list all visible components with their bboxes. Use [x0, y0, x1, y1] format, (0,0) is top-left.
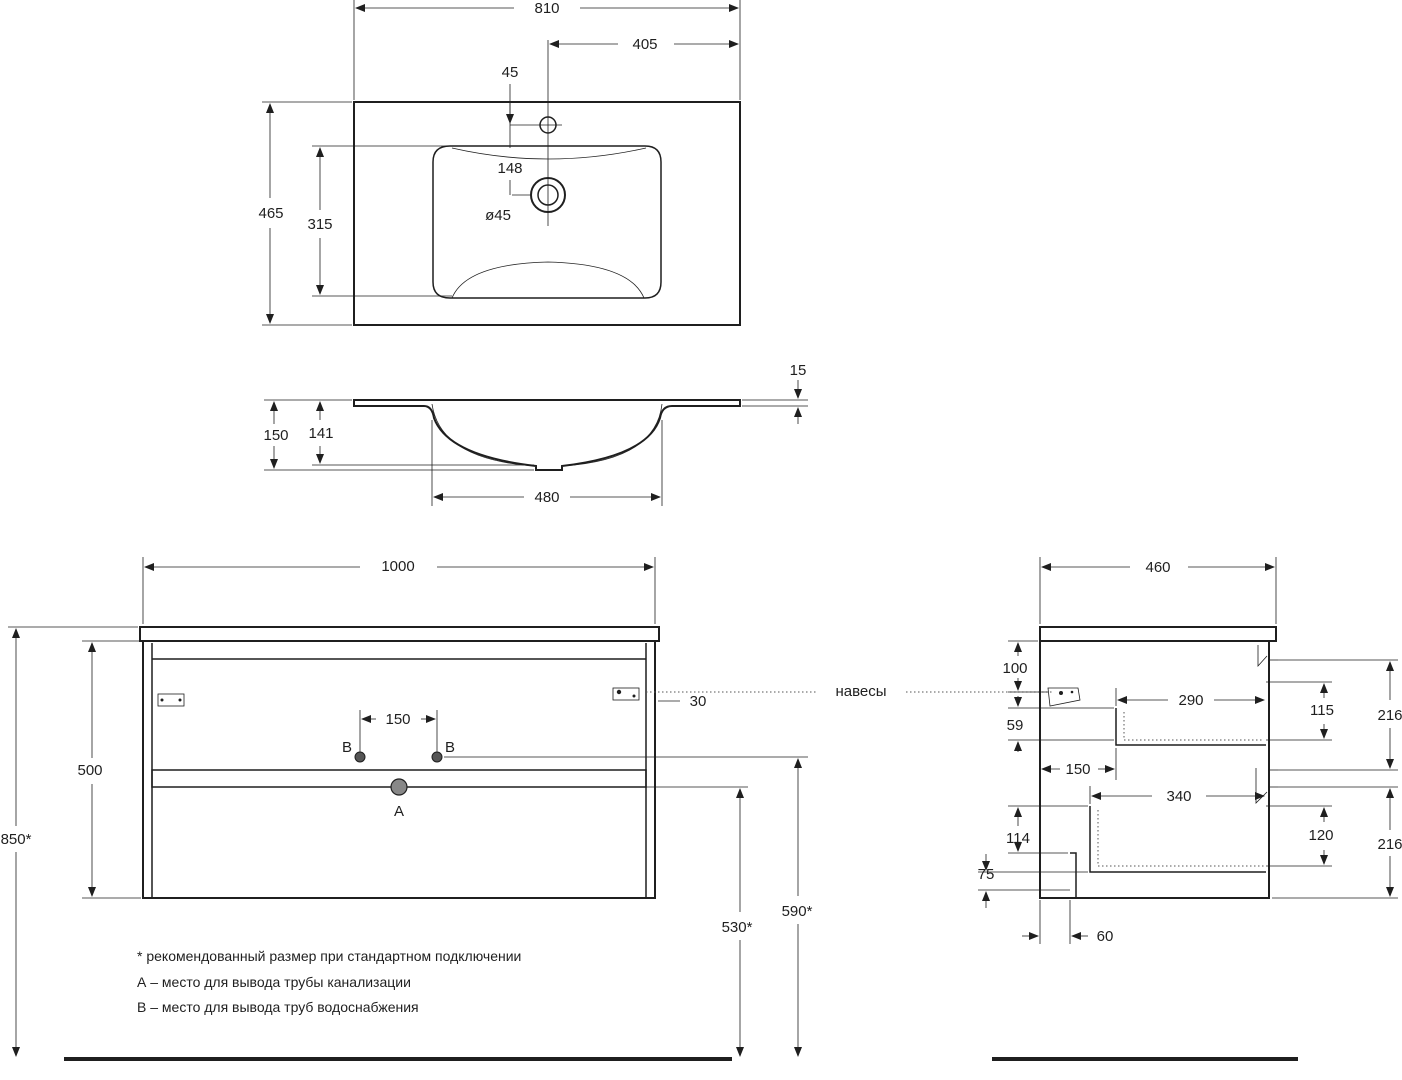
dim-width-810: 810: [534, 0, 559, 17]
dim-upper-drawer-290: 290: [1178, 692, 1203, 709]
note-recommended-size: * рекомендованный размер при стандартном…: [137, 948, 521, 964]
front-view: B B A 1000 150 30 500 850*: [1, 557, 813, 1061]
plinth: [1070, 852, 1077, 898]
cabinet-body: [142, 640, 656, 899]
dim-bowl-width-480: 480: [534, 489, 559, 506]
supply-point-left: [354, 751, 366, 763]
side-view: 460 100 290 59 115 216 150: [978, 557, 1402, 1061]
label-b-right: B: [445, 739, 455, 756]
side-countertop: [1039, 626, 1277, 642]
dim-drain-diameter: ø45: [485, 207, 511, 224]
dim-rim-15: 15: [790, 362, 807, 379]
basin-section: [353, 399, 741, 471]
dim-lower-drawer-340: 340: [1166, 788, 1191, 805]
dim-plinth-depth-60: 60: [1097, 928, 1114, 945]
note-point-b: В – место для вывода труб водоснабжения: [137, 999, 419, 1015]
notes: * рекомендованный размер при стандартном…: [137, 948, 521, 1015]
dim-pipe-spacing-150: 150: [385, 711, 410, 728]
dim-upper-front-216: 216: [1377, 707, 1402, 724]
dim-hinge-height-100: 100: [1002, 660, 1027, 677]
drain-point: [390, 778, 408, 796]
dim-plinth-75: 75: [978, 866, 995, 883]
dim-drain-offset-148: 148: [497, 160, 522, 177]
upper-drawer: [1115, 708, 1266, 746]
dim-width-1000: 1000: [381, 558, 414, 575]
section-view: 15 150 141 480: [263, 362, 808, 506]
dim-half-width-405: 405: [632, 36, 657, 53]
top-view: 810 405 45 148 ø45 465 315: [258, 0, 741, 326]
lower-drawer: [1089, 806, 1266, 873]
dim-lower-offset-150: 150: [1065, 761, 1090, 778]
dim-lower-gap-114: 114: [1006, 830, 1030, 847]
hinge-right: [612, 687, 640, 701]
dim-bowl-depth-315: 315: [307, 216, 332, 233]
dim-hinge-offset-30: 30: [690, 693, 707, 710]
dim-bowl-height-141: 141: [308, 425, 333, 442]
dim-depth-465: 465: [258, 205, 283, 222]
dim-depth-460: 460: [1145, 559, 1170, 576]
dim-height-500: 500: [77, 762, 102, 779]
hinge-left: [157, 693, 185, 707]
basin-outline: [353, 101, 741, 326]
dim-upper-gap-59: 59: [1007, 717, 1024, 734]
hinge-label: навесы: [835, 683, 886, 700]
side-cabinet: [1039, 640, 1270, 899]
supply-point-right: [431, 751, 443, 763]
dim-upper-height-115: 115: [1310, 702, 1334, 719]
dim-supply-height-590: 590*: [782, 903, 813, 920]
dim-lower-front-216: 216: [1377, 836, 1402, 853]
note-point-a: А – место для вывода трубы канализации: [137, 974, 411, 990]
bowl-outline: [432, 145, 662, 299]
side-hinge: [1047, 687, 1081, 707]
countertop: [139, 626, 660, 642]
dim-lower-height-120: 120: [1308, 827, 1333, 844]
label-a: A: [394, 803, 404, 820]
dim-total-height-850: 850*: [1, 831, 32, 848]
dim-height-150: 150: [263, 427, 288, 444]
label-b-left: B: [342, 739, 352, 756]
bowl-front-curve: [451, 147, 647, 160]
dim-drain-height-530: 530*: [722, 919, 753, 936]
dim-tap-offset-45: 45: [502, 64, 519, 81]
bowl-back-curve: [451, 261, 645, 299]
